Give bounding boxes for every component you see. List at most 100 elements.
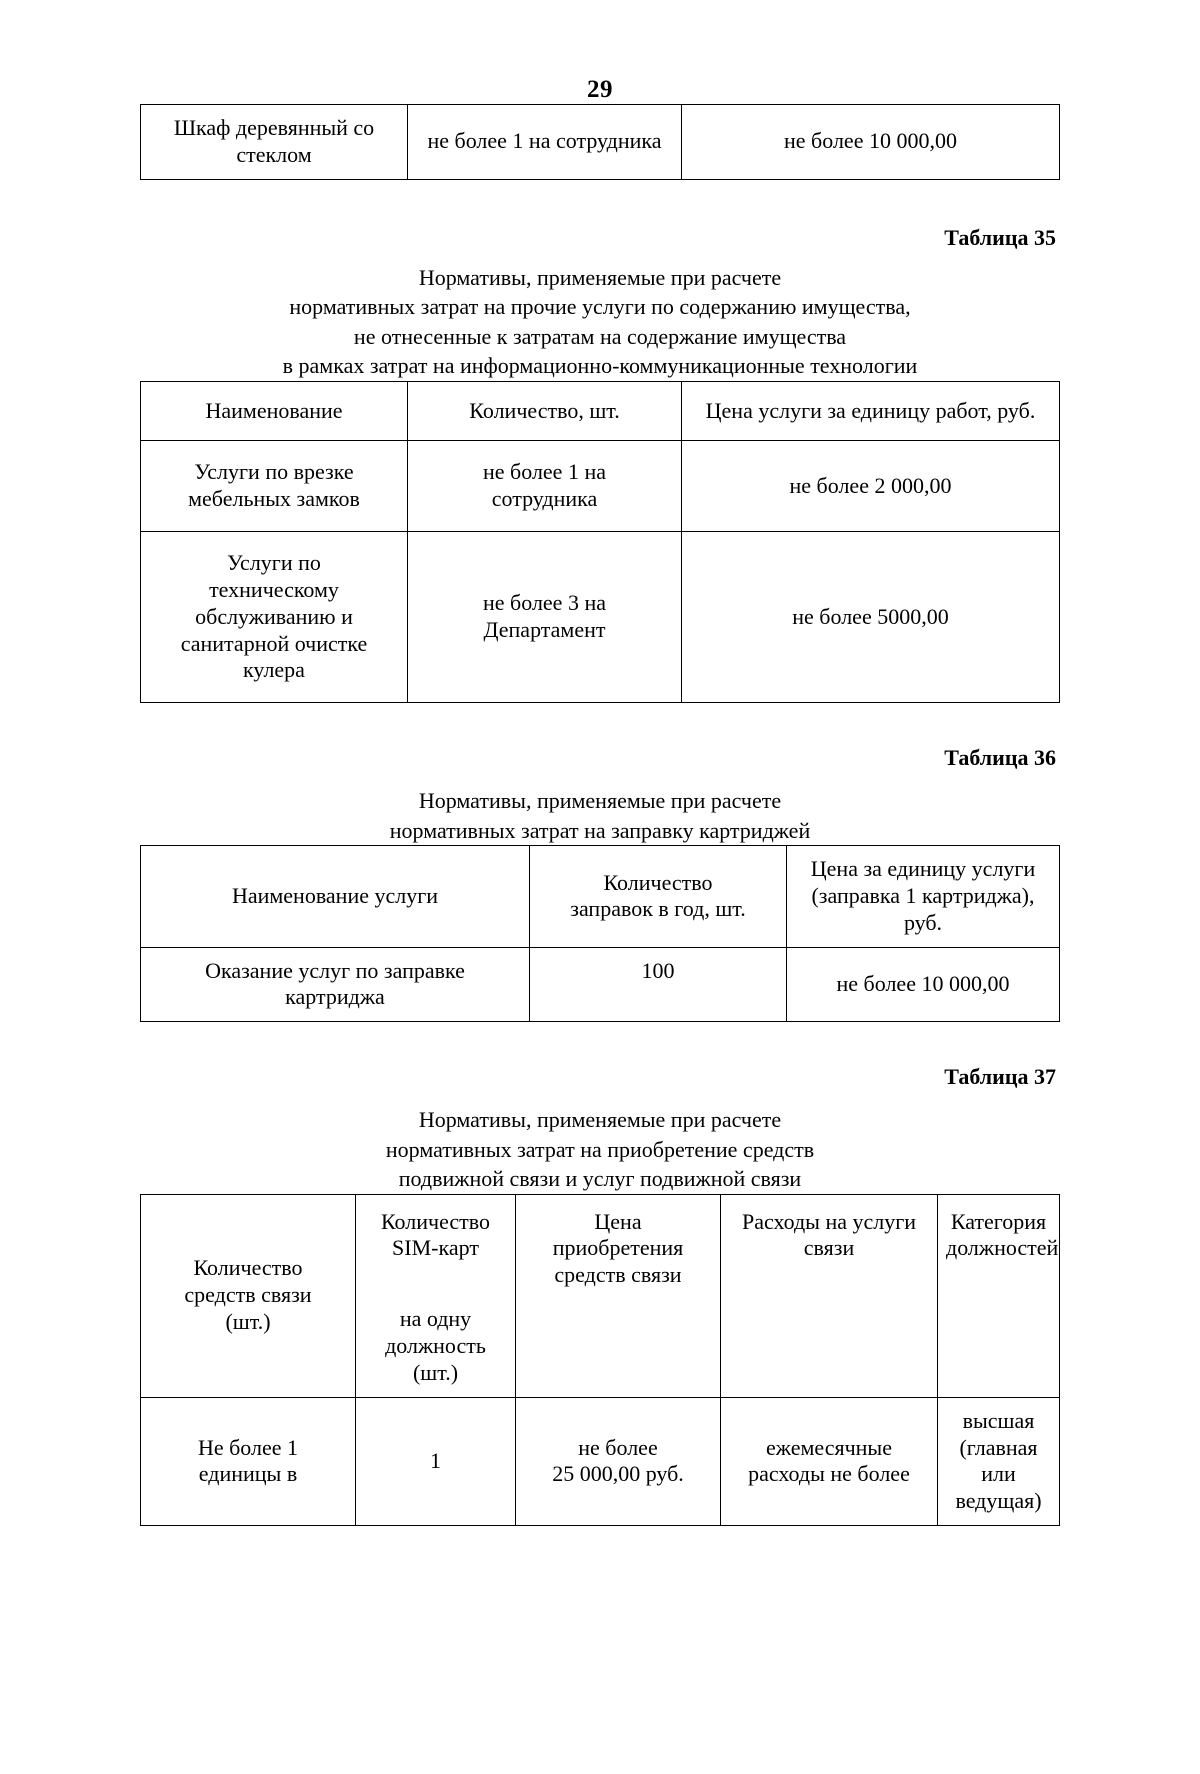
fragment-cell-name: Шкаф деревянный со стеклом [140, 104, 408, 180]
table-37-header-purchase-price: Цена приобретения средств связи [515, 1193, 721, 1398]
table-35-title-line-3: не отнесенные к затратам на содержание и… [353, 323, 847, 349]
table-37-row-1-col4-line-1: ежемесячные [766, 1434, 892, 1460]
table-36-row-1-quantity: 100 [529, 946, 787, 1023]
table-35-row-2-name: Услуги по техническому обслуживанию и са… [140, 531, 408, 704]
table-37-header-row: Количество средств связи (шт.) Количеств… [140, 1193, 1060, 1398]
table-36-row-1-name: Оказание услуг по заправке картриджа [140, 946, 530, 1023]
table-37-row-1-col1-line-2: единицы в [198, 1461, 298, 1487]
table-35-row-2-quantity-line-1: не более 3 на [483, 590, 606, 616]
table-37-header-col4-line-1: Расходы на услуги [741, 1208, 917, 1234]
table-36-header-price: Цена за единицу услуги (заправка 1 картр… [786, 845, 1060, 948]
table-37-row-1-purchase-price: не более 25 000,00 руб. [515, 1396, 721, 1527]
table-37-row-1-col5-line-1: высшая (главная [959, 1407, 1038, 1460]
table-37-header-col1-line-1: Количество [193, 1255, 303, 1281]
table-37-header-col2-gap [364, 1262, 507, 1306]
document-page: 29 Шкаф деревянный со стеклом не более 1… [0, 76, 1200, 1774]
table-36-title-line-1: Нормативы, применяемые при расчете [418, 788, 782, 814]
table-37-header-service-costs: Расходы на услуги связи [720, 1193, 938, 1398]
table-37-row-1-sim-count: 1 [355, 1396, 516, 1527]
table-37-title-line-2: нормативных затрат на приобретение средс… [385, 1136, 815, 1162]
table-row: Шкаф деревянный со стеклом не более 1 на… [140, 104, 1060, 180]
table-37-row-1-position-category: высшая (главная или ведущая) [937, 1396, 1060, 1527]
table-37-header-devices-count: Количество средств связи (шт.) [140, 1193, 356, 1398]
table-37-header-sim-count: Количество SIM-карт на одну должность (ш… [355, 1193, 516, 1398]
table-36-header-name-line-1: Наименование услуги [231, 882, 439, 908]
fragment-name-line-1: Шкаф деревянный со стеклом [173, 115, 375, 167]
table-37-row-1-col4-line-2: расходы не более [748, 1461, 910, 1487]
table-36-header-quantity: Количество заправок в год, шт. [529, 845, 787, 948]
table-37-header-col3-line-2: приобретения [552, 1235, 684, 1261]
table-35-row-2-quantity-line-2: Департамент [483, 617, 606, 643]
table-37-header-col1-line-2: средств связи [184, 1282, 312, 1308]
table-36-row-1-name-line-2: картриджа [285, 984, 385, 1010]
table-37-row-1-devices-count: Не более 1 единицы в [140, 1396, 356, 1527]
table-35-row-1-name-line-2: мебельных замков [188, 486, 360, 512]
continued-table-fragment: Шкаф деревянный со стеклом не более 1 на… [140, 104, 1060, 180]
table-35-row-2-price: не более 5000,00 [681, 531, 1060, 704]
table-37-header-col2-bottom-line-1: на одну [399, 1306, 472, 1332]
table-36-header-quantity-line-2: заправок в год, шт. [570, 896, 746, 922]
table-35-row-1-price: не более 2 000,00 [681, 440, 1060, 533]
table-36: Наименование услуги Количество заправок … [140, 845, 1060, 1023]
table-37-header-col5-line-2: должностей [946, 1235, 1059, 1261]
table-37-title-line-3: подвижной связи и услуг подвижной связи [398, 1166, 802, 1192]
table-37-header-col3-line-1: Цена [594, 1208, 642, 1234]
table-35-row-1-name: Услуги по врезке мебельных замков [140, 440, 408, 533]
table-35-header-quantity: Количество, шт. [407, 380, 682, 442]
table-36-title: Нормативы, применяемые при расчете норма… [140, 786, 1060, 845]
table-37-header-col2-top-line-1: Количество [380, 1208, 491, 1234]
table-35-header-row: Наименование Количество, шт. Цена услуги… [140, 380, 1060, 442]
table-35-title: Нормативы, применяемые при расчете норма… [140, 263, 1060, 381]
table-37-header-col3-line-3: средств связи [554, 1262, 682, 1288]
table-35-title-line-4: в рамках затрат на информационно-коммуни… [282, 353, 918, 379]
table-37-header-col4-line-2: связи [803, 1235, 855, 1261]
table-36-header-price-line-2: (заправка 1 картриджа), [811, 882, 1035, 908]
page-number: 29 [587, 76, 613, 103]
table-35-label: Таблица 35 [944, 224, 1056, 250]
table-36-header-price-line-1: Цена за единицу услуги [810, 856, 1036, 882]
table-35-row-1-quantity-line-2: сотрудника [491, 486, 598, 512]
table-35-header-name: Наименование [140, 380, 408, 442]
table-35-row-1-quantity: не более 1 на сотрудника [407, 440, 682, 533]
table-37-row-1-col3-line-1: не более [578, 1434, 658, 1460]
table-35: Наименование Количество, шт. Цена услуги… [140, 380, 1060, 704]
table-35-row-2-quantity: не более 3 на Департамент [407, 531, 682, 704]
table-37: Количество средств связи (шт.) Количеств… [140, 1193, 1060, 1527]
table-37-label: Таблица 37 [944, 1064, 1056, 1090]
table-36-row-1-price: не более 10 000,00 [786, 946, 1060, 1023]
table-36-title-line-2: нормативных затрат на заправку картридже… [389, 817, 811, 843]
table-37-row-1-col5-line-2: или ведущая) [955, 1461, 1042, 1514]
table-37-header-col2-bottom-line-3: (шт.) [412, 1359, 459, 1385]
table-35-row-2-name-line-5: кулера [243, 657, 305, 683]
table-36-header-name: Наименование услуги [140, 845, 530, 948]
table-35-row-2-name-line-2: техническому [209, 576, 339, 602]
table-36-header-price-line-3: руб. [903, 909, 943, 935]
table-36-header-quantity-line-1: Количество [603, 869, 713, 895]
table-35-title-line-1: Нормативы, применяемые при расчете [418, 264, 782, 290]
table-37-row-1-col1-line-1: Не более 1 [197, 1434, 299, 1460]
table-35-row-2-name-line-1: Услуги по [227, 550, 321, 576]
table-35-title-line-2: нормативных затрат на прочие услуги по с… [289, 294, 911, 320]
table-37-header-position-category: Категория должностей [937, 1193, 1060, 1398]
table-37-title: Нормативы, применяемые при расчете норма… [140, 1105, 1060, 1193]
table-row: Оказание услуг по заправке картриджа 100… [140, 946, 1060, 1023]
fragment-quantity-line-1: не более 1 на сотрудника [427, 128, 662, 154]
table-37-header-col5-line-1: Категория [950, 1208, 1047, 1234]
table-37-row-1-service-costs: ежемесячные расходы не более [720, 1396, 938, 1527]
table-37-title-line-1: Нормативы, применяемые при расчете [418, 1107, 782, 1133]
table-row: Не более 1 единицы в 1 не более 25 000,0… [140, 1396, 1060, 1527]
table-37-row-1-col3-line-2: 25 000,00 руб. [552, 1461, 684, 1487]
table-36-header-row: Наименование услуги Количество заправок … [140, 845, 1060, 948]
table-35-row-2-name-line-4: санитарной очистке [180, 630, 368, 656]
table-row: Услуги по техническому обслуживанию и са… [140, 531, 1060, 704]
table-35-row-1-quantity-line-1: не более 1 на [483, 459, 606, 485]
table-37-header-col2-bottom-line-2: должность [385, 1333, 486, 1359]
table-37-header-col2-top-line-2: SIM-карт [392, 1235, 479, 1261]
table-36-row-1-name-line-1: Оказание услуг по заправке [205, 957, 465, 983]
table-35-row-2-name-line-3: обслуживанию и [195, 603, 353, 629]
table-35-header-price: Цена услуги за единицу работ, руб. [681, 380, 1060, 442]
table-row: Услуги по врезке мебельных замков не бол… [140, 440, 1060, 533]
page-content: Шкаф деревянный со стеклом не более 1 на… [140, 104, 1060, 1527]
table-36-label: Таблица 36 [944, 745, 1056, 771]
table-35-row-1-name-line-1: Услуги по врезке [194, 459, 354, 485]
